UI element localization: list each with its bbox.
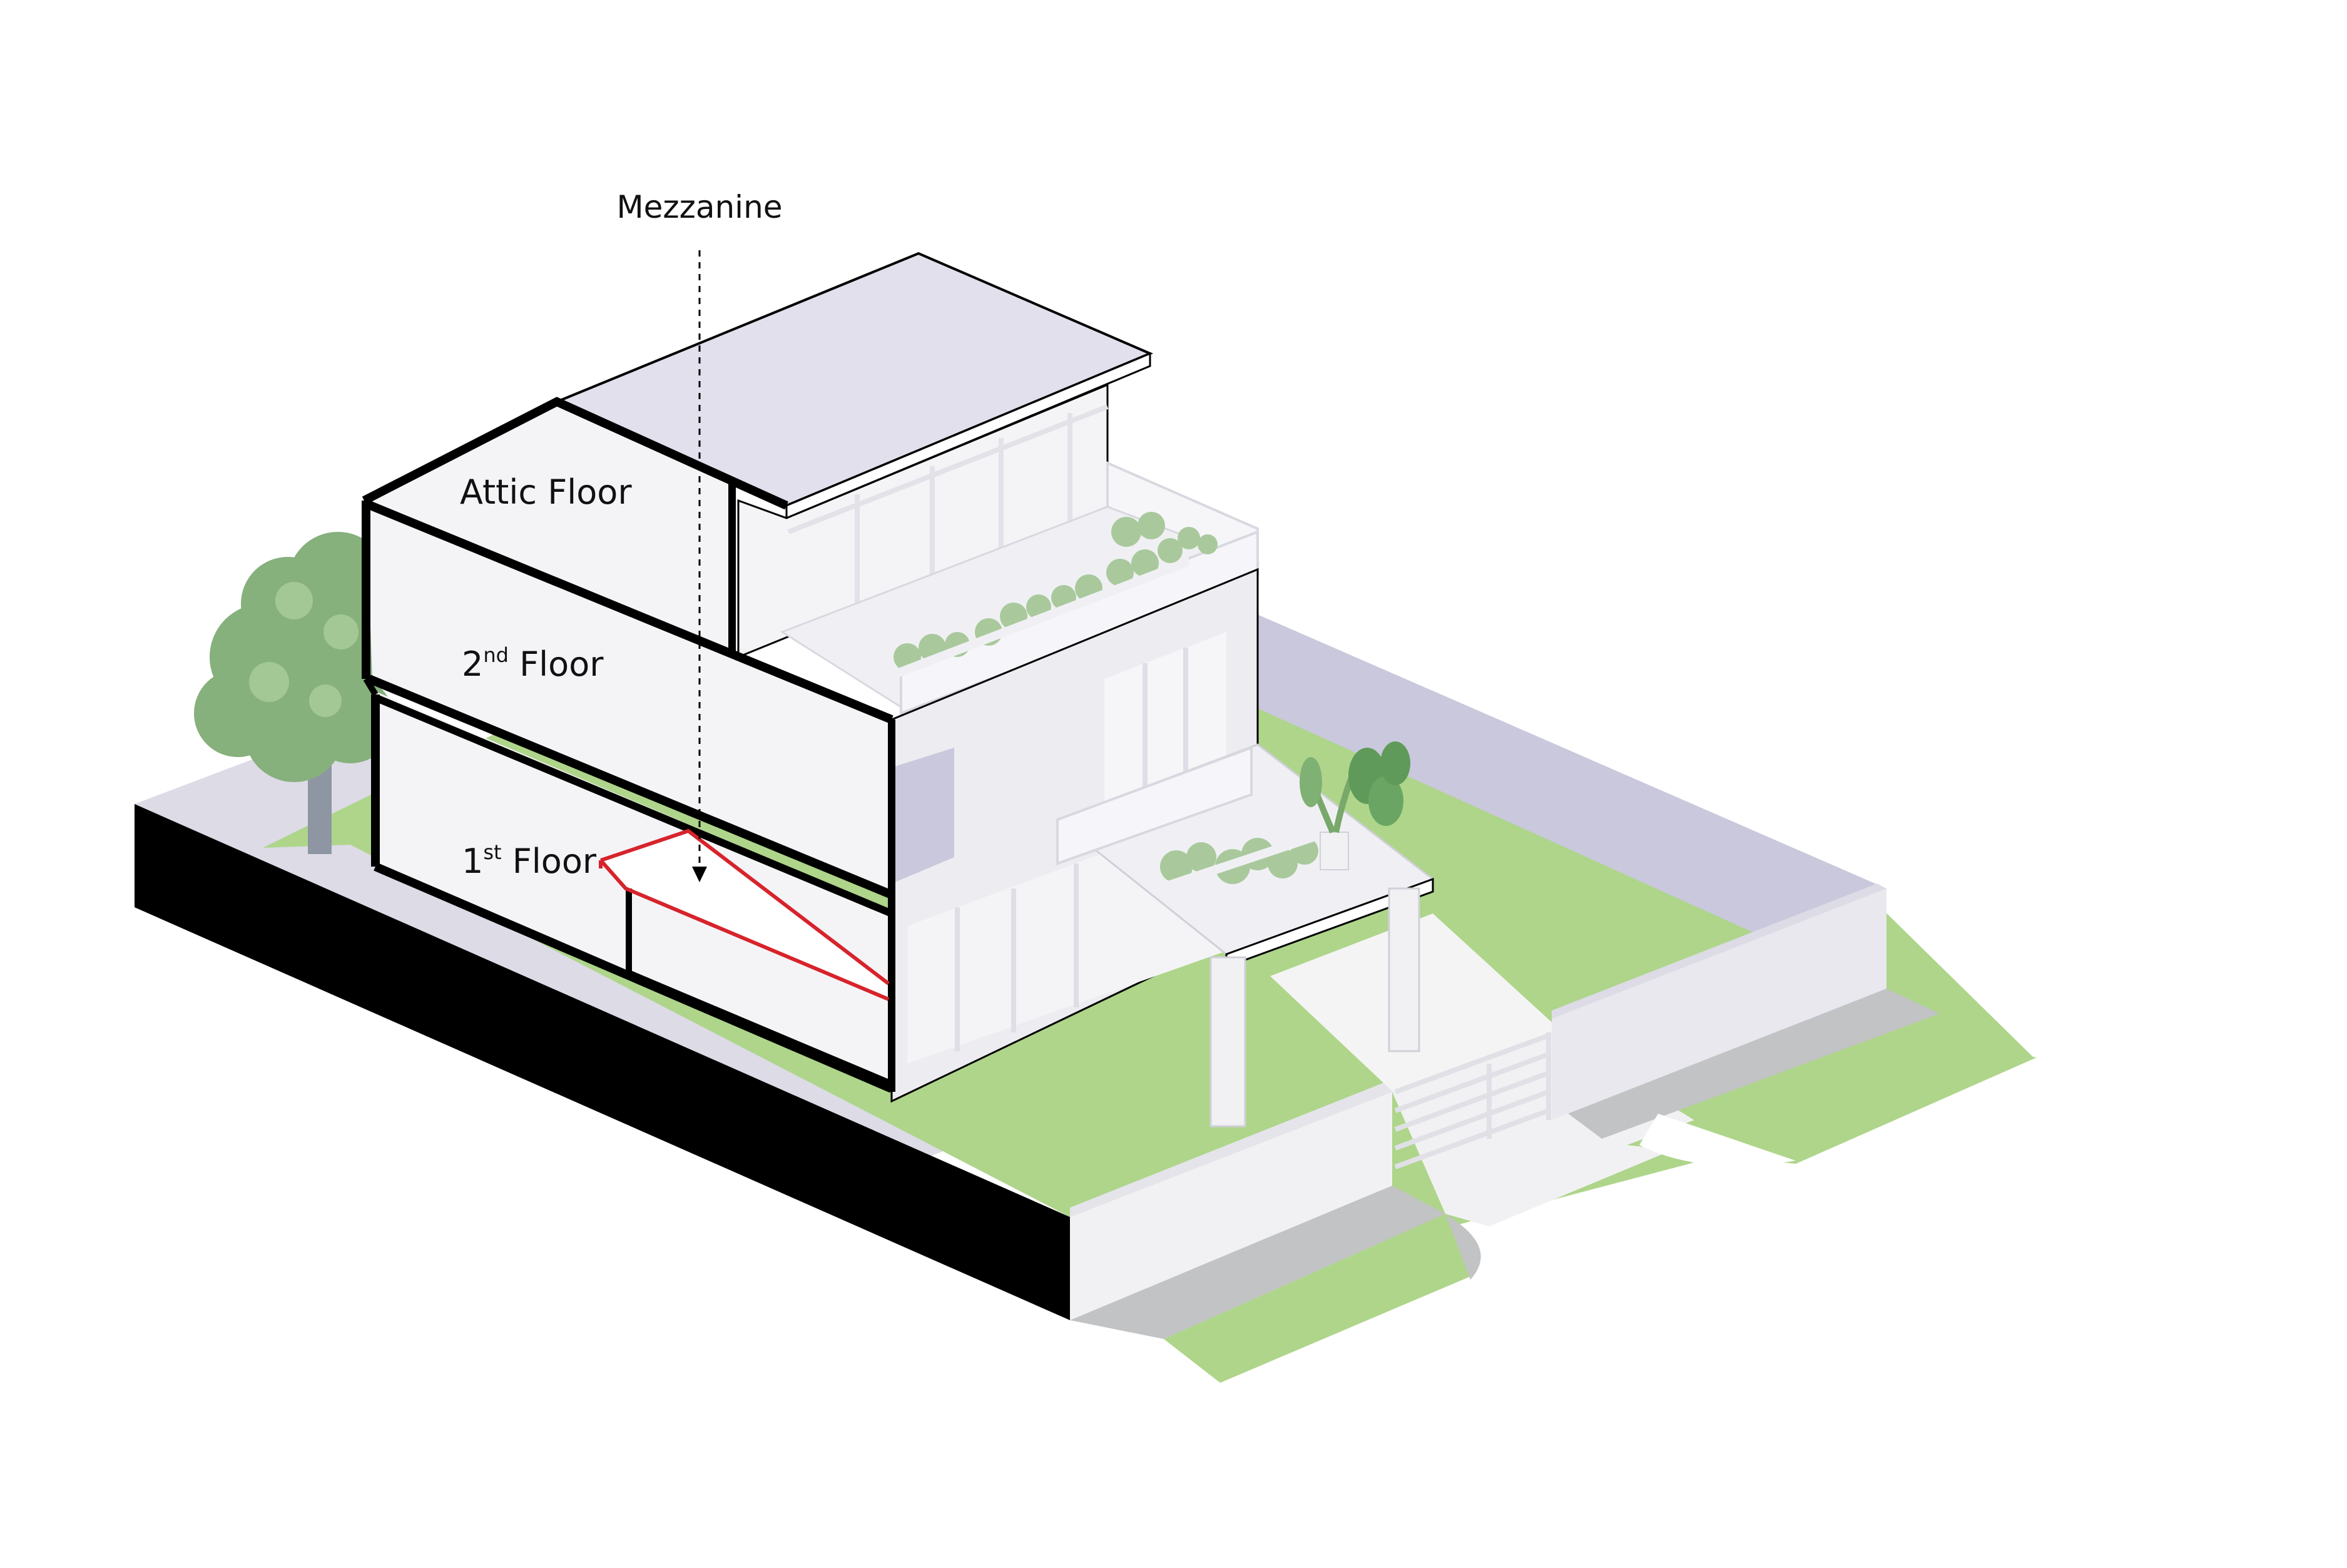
second-floor-suffix: nd bbox=[483, 643, 509, 667]
attic-floor-label: Attic Floor bbox=[460, 472, 632, 512]
second-floor-word: Floor bbox=[509, 644, 604, 684]
second-floor-label: 2nd Floor bbox=[462, 643, 604, 684]
mezzanine-label: Mezzanine bbox=[616, 189, 782, 225]
second-floor-number: 2 bbox=[462, 644, 483, 684]
carport-column-back bbox=[1389, 888, 1419, 1051]
first-floor-word: Floor bbox=[502, 842, 597, 881]
first-floor-suffix: st bbox=[483, 840, 501, 864]
carport-column-front bbox=[1211, 957, 1245, 1126]
first-floor-number: 1 bbox=[462, 842, 483, 881]
first-floor-label: 1st Floor bbox=[462, 840, 597, 881]
